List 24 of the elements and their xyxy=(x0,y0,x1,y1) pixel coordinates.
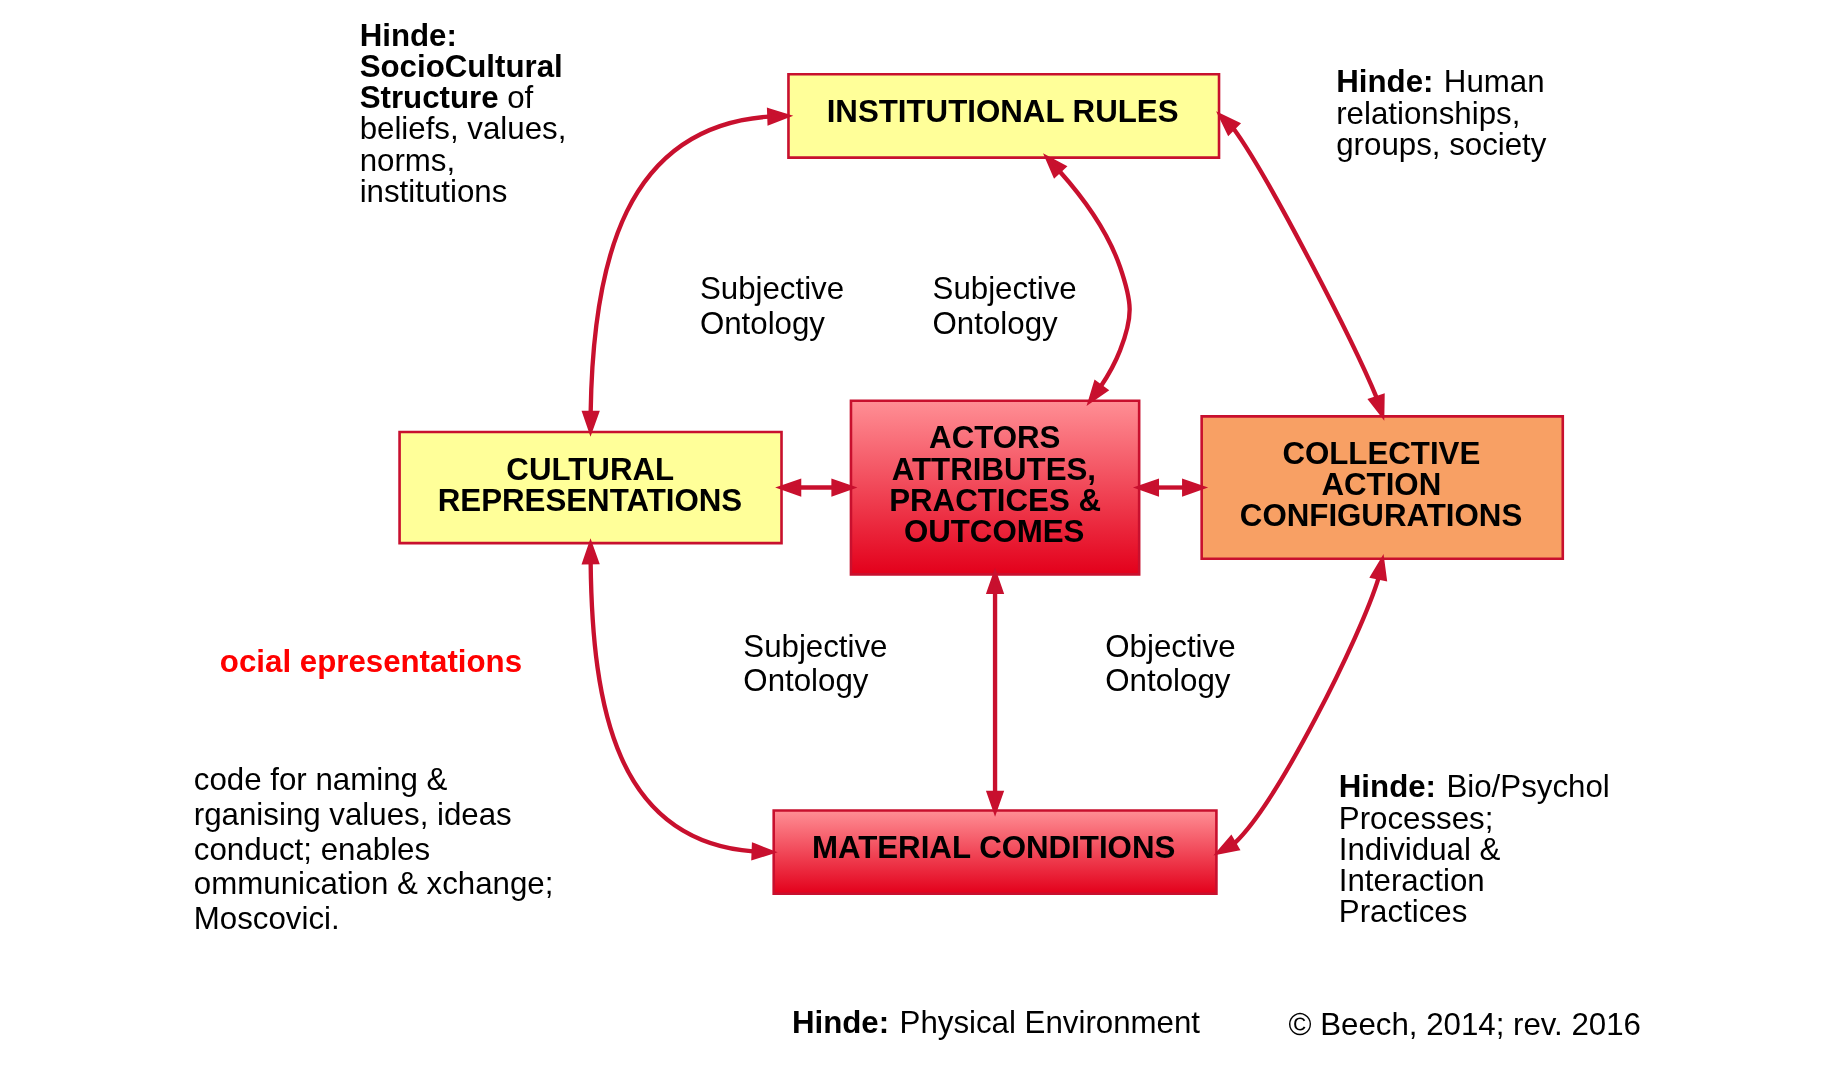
node-box: MATERIAL CONDITIONS xyxy=(772,809,1218,896)
label: Hinde: Human relationships, groups, society xyxy=(1336,64,1547,162)
node-box: CULTURAL REPRESENTATIONS xyxy=(398,430,783,545)
arrow xyxy=(985,567,1005,817)
node-box: INSTITUTIONAL RULES xyxy=(787,73,1221,159)
label: Objective Ontology xyxy=(1105,628,1236,699)
label: Subjective Ontology xyxy=(699,270,845,341)
label: © Beech, 2014; rev. 2016 xyxy=(1288,1007,1642,1043)
label: code for naming & rganising values, ideas conduct; enables ommunication & xchange; Moscovici. xyxy=(193,762,554,937)
arrow xyxy=(1213,554,1388,856)
arrow xyxy=(581,538,778,861)
node-box: COLLECTIVE ACTION CONFIGURATIONS xyxy=(1200,415,1565,560)
arrow xyxy=(581,107,794,437)
arrow xyxy=(1132,478,1209,497)
arrow xyxy=(1216,111,1385,421)
arrow xyxy=(1043,153,1132,406)
node-box: ACTORS ATTRIBUTES, PRACTICES & OUTCOMES xyxy=(849,399,1141,576)
arrow xyxy=(775,478,858,497)
label: Hinde: Bio/Psychol Processes; Individual & Interaction Practices xyxy=(1338,769,1610,930)
label: Hinde: Physical Environment xyxy=(791,1005,1201,1041)
label: Hinde: SocioCultural Structure of beliefs, values, norms, institutions xyxy=(359,17,567,209)
label: Subjective Ontology xyxy=(932,270,1077,341)
label: Subjective Ontology xyxy=(743,628,888,699)
label: ocial epresentations xyxy=(219,644,523,680)
